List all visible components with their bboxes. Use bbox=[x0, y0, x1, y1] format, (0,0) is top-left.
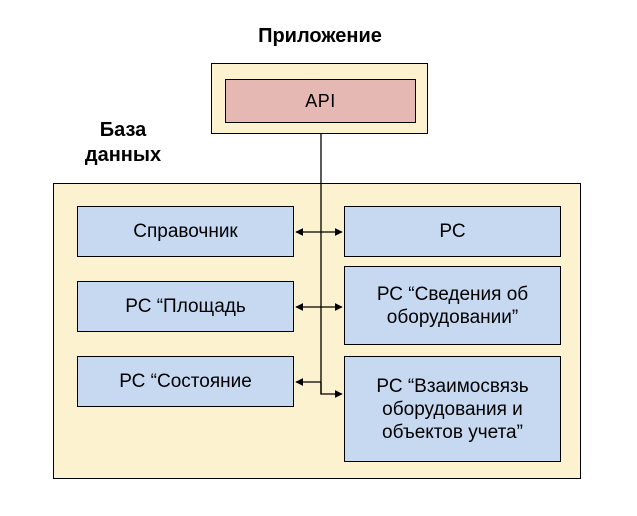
equipment-relation-register-box: РС “Взаимосвязь оборудования и объектов … bbox=[344, 356, 561, 462]
register-box: РС bbox=[344, 206, 561, 257]
api-box: API bbox=[225, 79, 416, 123]
database-title: База данных bbox=[84, 119, 162, 166]
area-register-box: РС “Площадь bbox=[77, 281, 294, 332]
application-title: Приложение bbox=[258, 25, 382, 47]
equipment-relation-connector-right bbox=[320, 382, 343, 398]
state-register-box: РС “Состояние bbox=[77, 356, 294, 407]
reference-book-box: Справочник bbox=[77, 206, 294, 257]
equipment-info-register-box: РС “Сведения об оборудовании” bbox=[344, 266, 561, 345]
